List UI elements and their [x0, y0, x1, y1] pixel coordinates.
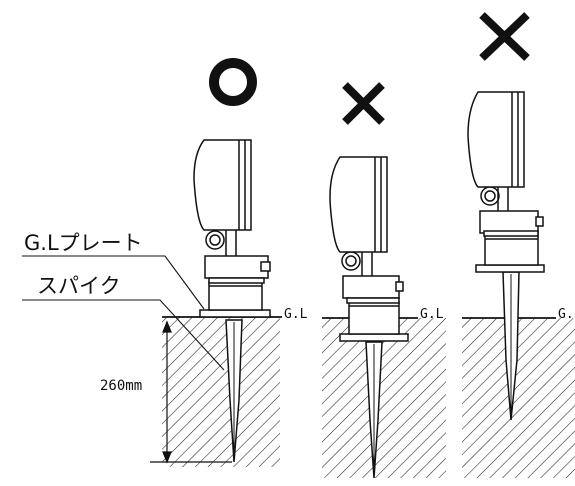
- ground-hatch-2: [322, 318, 446, 478]
- leader-lines: [22, 255, 225, 371]
- lamp-head-2: [329, 156, 388, 253]
- collar-2: [348, 301, 400, 335]
- ground-hatch-1: [162, 317, 280, 467]
- collar-3: [484, 234, 539, 266]
- lamp-head-1: [193, 139, 252, 231]
- base-housing-2: [342, 275, 400, 299]
- lamp-head-3: [467, 91, 525, 188]
- panel-incorrect-middle: [322, 156, 446, 479]
- base-housing-3: [479, 210, 539, 234]
- gl-plate-1: [199, 309, 271, 318]
- ground-level-label-3: G.: [558, 307, 574, 322]
- panel-correct: [162, 139, 282, 467]
- ground-level-label-2: G.L: [420, 307, 444, 322]
- incorrect-cross-mark-right: [479, 12, 530, 61]
- incorrect-cross-mark-middle: [342, 82, 385, 125]
- depth-dimension: [150, 320, 232, 464]
- ground-level-label-1: G.L: [284, 307, 308, 322]
- correct-circle-mark: [209, 58, 257, 106]
- gl-plate-3: [475, 264, 545, 273]
- gl-plate-2: [339, 333, 409, 342]
- base-housing-1: [204, 255, 269, 279]
- ground-hatch-3: [462, 318, 575, 478]
- gl-plate-label: G.Lプレート: [24, 231, 143, 255]
- depth-label: 260mm: [100, 378, 142, 394]
- panel-incorrect-right: [462, 91, 575, 478]
- spike-label: スパイク: [37, 274, 121, 298]
